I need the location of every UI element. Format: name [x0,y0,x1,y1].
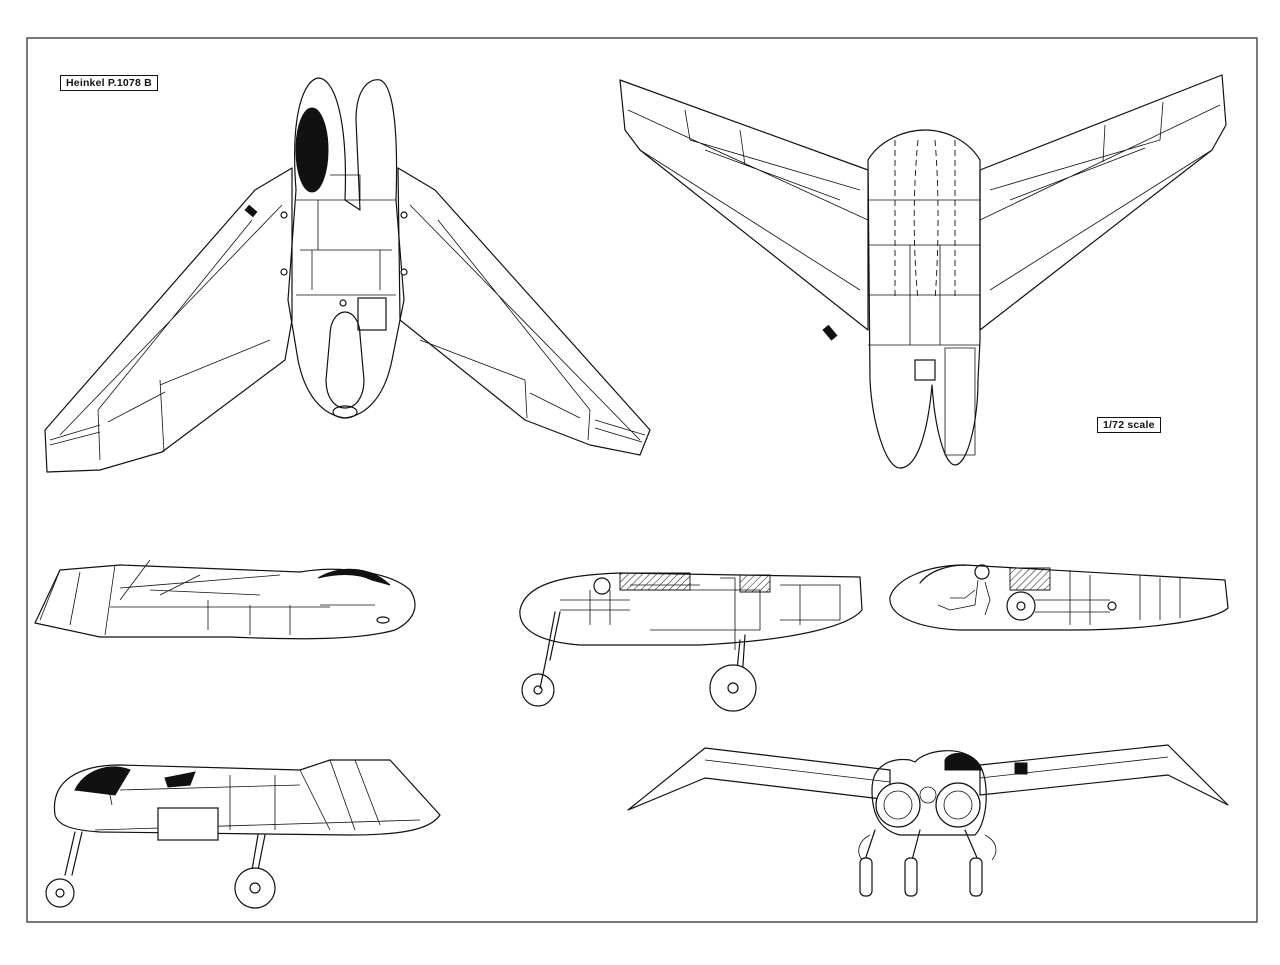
top-view-left-wing [44,167,293,473]
sheet-border [26,37,1258,923]
side-view-canopy [317,568,391,586]
top-view-right-wing [397,167,651,456]
bottom-view-left-wing [619,79,869,331]
side-view-fuselage [34,564,416,640]
aircraft-title-label: Heinkel P.1078 B [60,75,158,91]
top-view-canopy [295,107,329,193]
bottom-view-fuselage [867,129,981,469]
side-view-landing [45,759,441,909]
front-view [627,744,1229,897]
side-view [34,559,416,640]
cutaway-view-cockpit [889,564,1229,631]
top-view [44,77,651,473]
side-view-landing-canopy [74,766,131,796]
cutaway-view-armament [519,572,863,712]
front-view-wing [627,747,891,811]
scale-label: 1/72 scale [1097,417,1161,433]
bottom-view [619,74,1227,469]
